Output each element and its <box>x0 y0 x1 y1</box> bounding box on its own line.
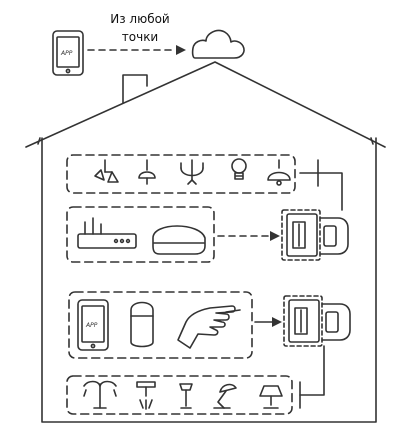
smartphone-icon: APP <box>53 31 83 75</box>
network-row-group <box>67 207 214 262</box>
bulb-icon <box>232 159 246 179</box>
lamps-row-4-group <box>67 376 292 414</box>
lamps-row-1-group <box>67 155 295 193</box>
smart-hub-icon <box>153 226 205 254</box>
hand-touch-icon <box>178 306 240 348</box>
floor-lamp-icon <box>84 382 116 409</box>
dashed-arrow-to-cloud <box>88 45 186 55</box>
arrow-to-switch-2 <box>255 317 282 327</box>
ceiling-lamp-icon <box>268 160 290 185</box>
connector-switch2-to-row4 <box>300 346 324 408</box>
smart-switch-icon <box>282 210 348 260</box>
smartphone-icon: APP <box>78 300 108 350</box>
smart-speaker-icon <box>131 303 153 347</box>
panel-phone-app-label: APP <box>85 322 98 329</box>
chandelier-icon <box>181 160 203 184</box>
connector-row1-to-switch <box>300 160 342 210</box>
stand-lamp-icon <box>180 384 192 408</box>
control-row-group: APP <box>69 292 252 358</box>
cloud-icon <box>193 30 244 58</box>
phone-app-label: APP <box>60 50 73 57</box>
lamp-icon <box>95 160 118 182</box>
table-lamp-icon <box>260 386 282 408</box>
pendant-lamp-icon <box>139 160 155 184</box>
desk-lamp-icon <box>214 385 236 408</box>
dashed-arrow-to-switch-1 <box>218 231 280 241</box>
spot-lamp-icon <box>137 382 155 409</box>
smart-switch-icon <box>284 296 350 346</box>
router-icon <box>78 218 136 248</box>
